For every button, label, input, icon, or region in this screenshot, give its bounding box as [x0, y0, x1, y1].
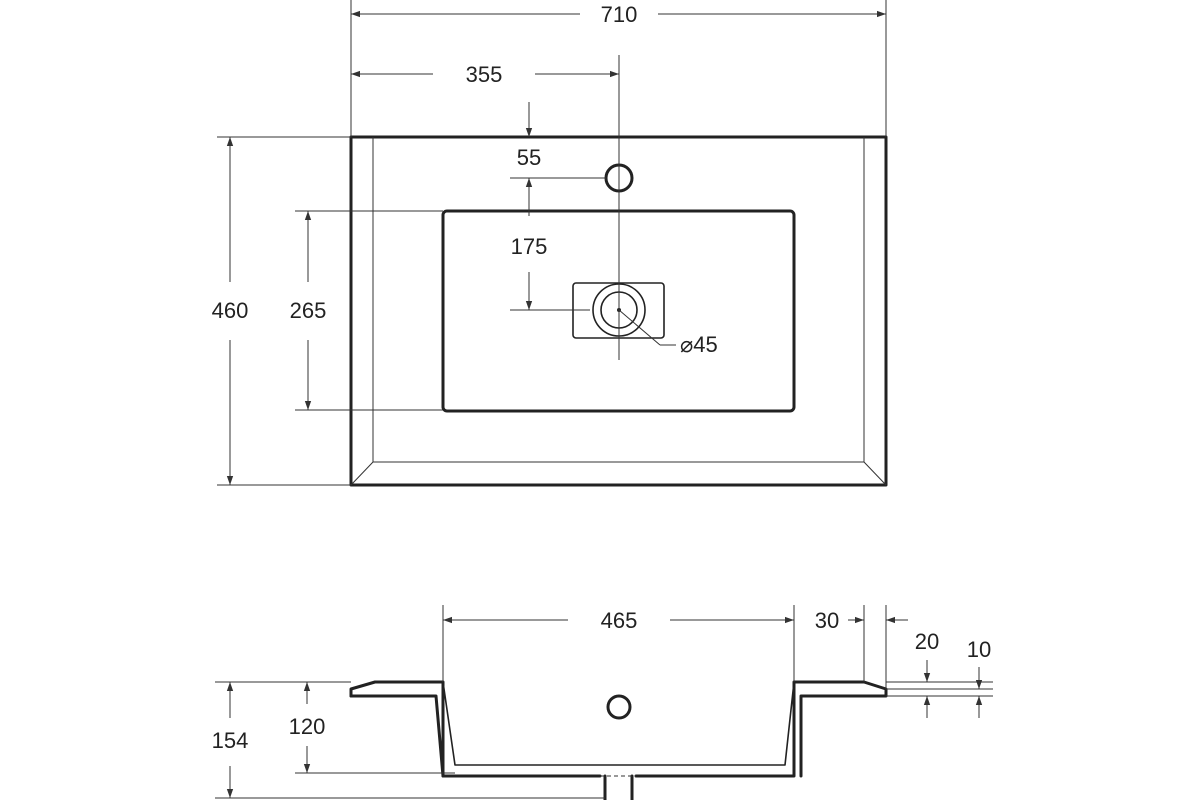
side-view: 465 30 20 10 154 120 — [212, 605, 993, 800]
dim-width: 710 — [601, 2, 638, 27]
dim-bowl-depth: 265 — [290, 298, 327, 323]
side-profile-outer — [349, 680, 888, 778]
drain-pipe — [603, 774, 634, 800]
dim-edge-thickness: 10 — [967, 637, 991, 662]
dim-drain-diameter: ⌀45 — [680, 332, 718, 357]
sink-bevel — [372, 137, 865, 463]
side-tap-hole — [606, 694, 632, 720]
dim-bowl-height: 120 — [289, 714, 326, 739]
side-profile-left-rim — [349, 694, 445, 778]
sink-bevel-corner-left — [350, 461, 374, 486]
dim-total-height: 154 — [212, 728, 249, 753]
dim-rim-thickness: 20 — [915, 629, 939, 654]
dim-bowl-width: 465 — [601, 608, 638, 633]
dim-drain-offset: 175 — [511, 234, 548, 259]
dim-depth: 460 — [212, 298, 249, 323]
side-profile-inner — [442, 681, 795, 766]
dim-tap-hole-offset: 55 — [517, 145, 541, 170]
top-view: 710 355 460 265 55 175 ⌀45 — [212, 0, 888, 487]
drain-leader — [618, 309, 661, 346]
sink-bevel-corner-right — [863, 461, 887, 486]
dim-rim-width: 30 — [815, 608, 839, 633]
dim-center-offset: 355 — [466, 62, 503, 87]
